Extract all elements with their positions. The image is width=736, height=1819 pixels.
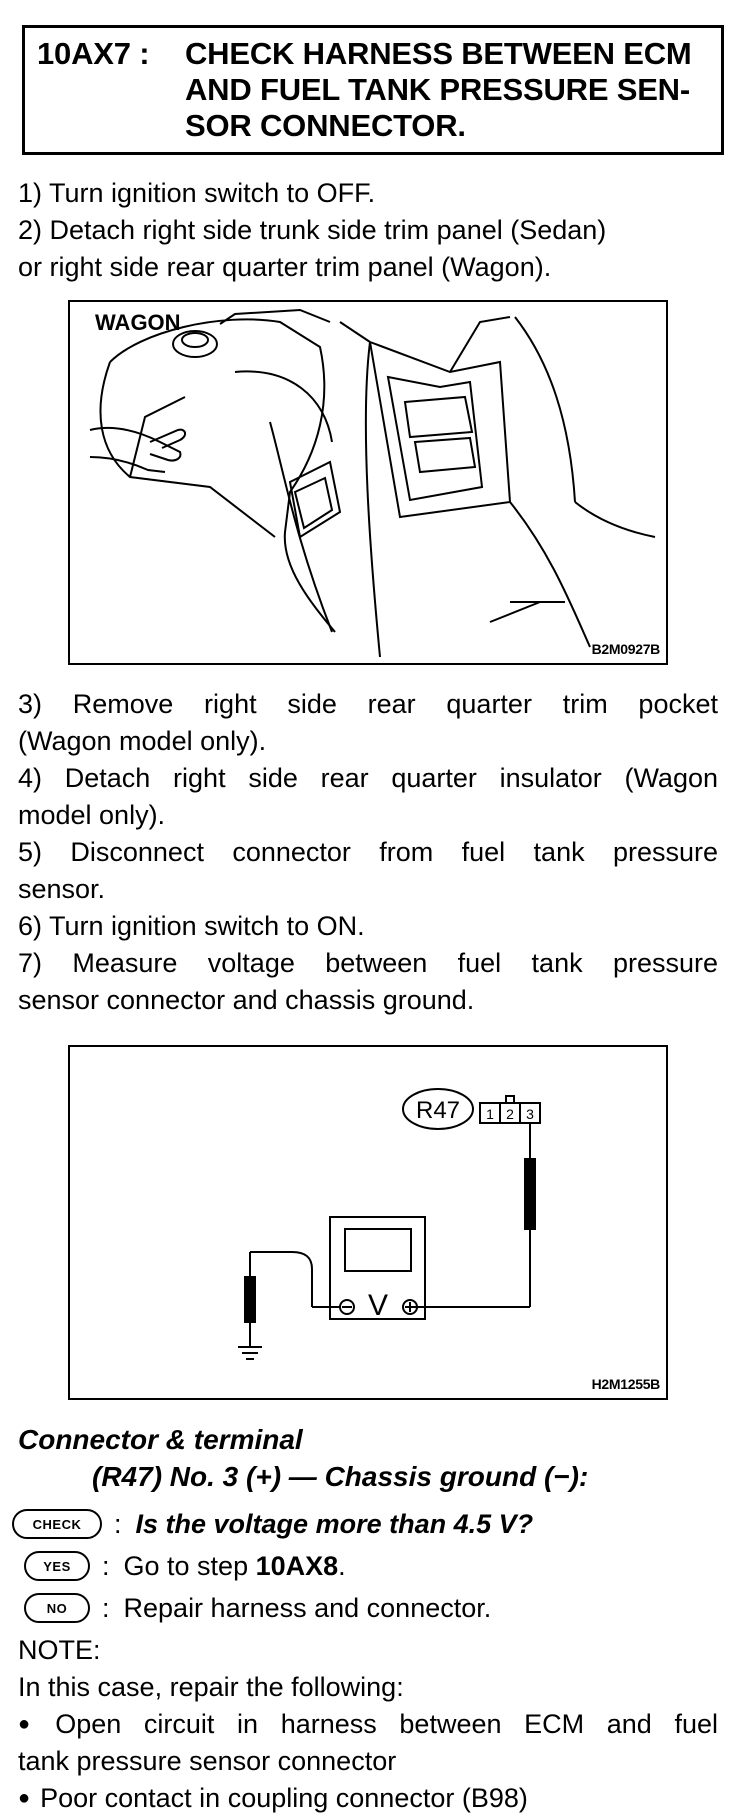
separator: :: [102, 1550, 110, 1581]
step-title: CHECK HARNESS BETWEEN ECM AND FUEL TANK …: [185, 36, 715, 144]
step-2: 2) Detach right side trunk side trim pan…: [18, 215, 607, 245]
check-row: CHECK : Is the voltage more than 4.5 V?: [12, 1504, 722, 1544]
connector-pin: 2: [506, 1106, 514, 1122]
separator: :: [102, 1592, 110, 1623]
note-title: NOTE:: [18, 1635, 101, 1665]
yes-row: YES : Go to step 10AX8.: [12, 1546, 722, 1586]
step-code: 10AX7 :: [37, 36, 150, 71]
figure-id: B2M0927B: [591, 641, 661, 657]
connector-terminal-heading: Connector & terminal: [18, 1424, 303, 1455]
wagon-trim-figure: WAGON B2M0927B: [68, 300, 668, 665]
voltage-measure-diagram: R47 1 2 3 V: [238, 1088, 541, 1360]
step-4-cont: model only).: [18, 800, 166, 830]
step-title-line: SOR CONNECTOR.: [185, 108, 466, 143]
step-3: 3) Remove right side rear quarter trim p…: [18, 689, 718, 719]
step-7-cont: sensor connector and chassis ground.: [18, 985, 475, 1015]
note-bullet-cont: tank pressure sensor connector: [18, 1746, 397, 1776]
connector-terminal-spec: (R47) No. 3 (+) — Chassis ground (−):: [92, 1461, 589, 1492]
connector-pin: 3: [526, 1106, 534, 1122]
note-bullet-text: Poor contact in coupling connector (B98): [40, 1783, 528, 1813]
step-2-cont: or right side rear quarter trim panel (W…: [18, 252, 552, 282]
connector-label: R47: [416, 1097, 460, 1124]
check-badge: CHECK: [12, 1509, 102, 1539]
step-title-line: AND FUEL TANK PRESSURE SEN-: [185, 72, 690, 107]
no-row: NO : Repair harness and connector.: [12, 1588, 722, 1628]
step-title-line: CHECK HARNESS BETWEEN ECM: [185, 36, 692, 71]
figure-id: H2M1255B: [591, 1376, 661, 1392]
check-question: Is the voltage more than 4.5 V?: [135, 1508, 534, 1539]
wagon-trim-illustration: [89, 308, 656, 658]
voltage-measure-figure: R47 1 2 3 V H2M1255B: [68, 1045, 668, 1400]
step-4: 4) Detach right side rear quarter insula…: [18, 763, 718, 793]
note-intro: In this case, repair the following:: [18, 1672, 404, 1702]
yes-action: Go to step 10AX8.: [124, 1551, 346, 1582]
step-5-cont: sensor.: [18, 874, 106, 904]
no-badge: NO: [24, 1593, 90, 1623]
connector-pin: 1: [486, 1106, 494, 1122]
step-header: 10AX7 : CHECK HARNESS BETWEEN ECM AND FU…: [22, 25, 724, 155]
step-1: 1) Turn ignition switch to OFF.: [18, 178, 376, 208]
yes-action-text: Go to step: [123, 1550, 256, 1581]
note-bullet: Poor contact in coupling connector (B98): [18, 1780, 718, 1819]
yes-step-ref: 10AX8: [255, 1550, 339, 1581]
separator: :: [114, 1508, 122, 1539]
voltmeter-symbol: V: [368, 1289, 388, 1322]
step-6: 6) Turn ignition switch to ON.: [18, 911, 365, 941]
note-bullet-text: Open circuit in harness between ECM and …: [55, 1709, 718, 1739]
step-7: 7) Measure voltage between fuel tank pre…: [18, 948, 718, 978]
yes-badge: YES: [24, 1551, 90, 1581]
note-bullet: Open circuit in harness between ECM and …: [18, 1706, 718, 1745]
yes-action-end: .: [338, 1550, 346, 1581]
step-3-cont: (Wagon model only).: [18, 726, 267, 756]
no-action: Repair harness and connector.: [123, 1592, 492, 1623]
step-5: 5) Disconnect connector from fuel tank p…: [18, 837, 718, 867]
figure-label: WAGON: [95, 310, 181, 335]
